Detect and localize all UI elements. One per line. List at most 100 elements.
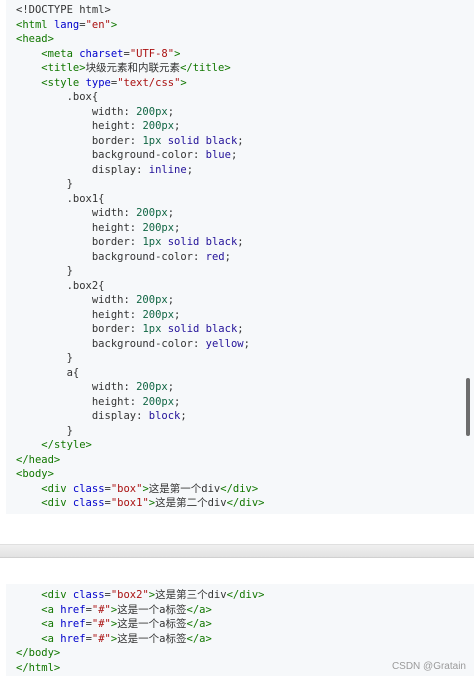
code-token: .box2{ bbox=[16, 279, 105, 292]
code-line: <div class="box1">这是第二个div</div> bbox=[16, 496, 474, 511]
code-token: = bbox=[110, 76, 118, 89]
code-token bbox=[16, 633, 41, 645]
code-token: width: bbox=[16, 105, 137, 118]
code-token bbox=[16, 483, 41, 495]
code-token bbox=[16, 48, 41, 60]
code-line: height: 200px; bbox=[16, 308, 474, 323]
code-line: width: 200px; bbox=[16, 206, 474, 221]
code-line: </html> bbox=[16, 661, 474, 676]
code-token: </title> bbox=[180, 62, 231, 74]
code-line: } bbox=[16, 351, 474, 366]
scrollbar-thumb[interactable] bbox=[466, 378, 470, 436]
code-block-bottom[interactable]: <div class="box2">这是第三个div</div> <a href… bbox=[6, 584, 474, 676]
code-token: </a> bbox=[186, 618, 212, 630]
code-token: </div> bbox=[226, 497, 265, 509]
code-token: solid black bbox=[167, 236, 238, 248]
code-token bbox=[16, 589, 41, 601]
code-token: block bbox=[148, 410, 181, 422]
code-token: ; bbox=[237, 134, 244, 147]
code-token: <a bbox=[41, 632, 61, 645]
code-token: 这是第二个div bbox=[155, 497, 227, 509]
code-token: > bbox=[174, 47, 181, 60]
code-token: "box" bbox=[110, 482, 143, 495]
code-line: .box1{ bbox=[16, 192, 474, 207]
code-token bbox=[16, 497, 41, 509]
code-line: <body> bbox=[16, 467, 474, 482]
code-token: width: bbox=[16, 381, 137, 393]
code-line: <!DOCTYPE html> bbox=[16, 3, 474, 18]
code-line: </head> bbox=[16, 453, 474, 468]
code-token: <head> bbox=[16, 33, 54, 45]
code-token: ; bbox=[237, 236, 244, 248]
code-token: = bbox=[104, 497, 111, 509]
code-token bbox=[16, 618, 41, 630]
code-line: width: 200px; bbox=[16, 105, 474, 120]
code-token: 块级元素和内联元素 bbox=[85, 62, 181, 74]
code-token: type bbox=[85, 76, 111, 89]
code-line: border: 1px solid black; bbox=[16, 134, 474, 149]
code-line: <div class="box2">这是第三个div</div> bbox=[16, 588, 474, 603]
code-token: ; bbox=[230, 149, 238, 161]
code-line: } bbox=[16, 264, 474, 279]
code-token: lang bbox=[53, 18, 80, 31]
code-line: <head> bbox=[16, 32, 474, 47]
code-token: ; bbox=[167, 294, 175, 306]
code-token: background-color: bbox=[16, 250, 206, 263]
code-token: > bbox=[148, 497, 156, 509]
code-line: a{ bbox=[16, 366, 474, 381]
code-token: .box1{ bbox=[16, 192, 105, 205]
code-token: > bbox=[142, 482, 149, 495]
code-token: width: bbox=[16, 207, 137, 219]
code-line: <html lang="en"> bbox=[16, 18, 474, 33]
code-token: 200px bbox=[142, 395, 175, 408]
code-token: <html bbox=[16, 18, 54, 31]
code-token: = bbox=[85, 603, 92, 616]
code-token: > bbox=[110, 618, 118, 630]
code-token: display: bbox=[16, 163, 149, 176]
code-block-top[interactable]: <!DOCTYPE html><html lang="en"><head> <m… bbox=[6, 0, 474, 514]
code-line: background-color: yellow; bbox=[16, 337, 474, 352]
code-token: <title> bbox=[41, 62, 86, 74]
code-token bbox=[16, 604, 41, 616]
code-token: href bbox=[60, 603, 86, 616]
code-token: yellow bbox=[205, 337, 244, 350]
code-token: <div bbox=[41, 482, 73, 495]
code-token: red bbox=[205, 250, 225, 263]
code-token: 1px bbox=[142, 323, 162, 335]
code-token: ; bbox=[237, 323, 244, 335]
code-token: "UTF-8" bbox=[129, 47, 175, 60]
code-line: border: 1px solid black; bbox=[16, 322, 474, 337]
code-token: "#" bbox=[91, 632, 111, 645]
code-token: </head> bbox=[16, 453, 61, 466]
code-line: <a href="#">这是一个a标签</a> bbox=[16, 632, 474, 647]
code-token: </style> bbox=[41, 439, 92, 451]
code-token: 200px bbox=[136, 105, 168, 118]
code-token: } bbox=[16, 265, 73, 277]
code-token: "box2" bbox=[110, 589, 149, 601]
code-line: height: 200px; bbox=[16, 221, 474, 236]
code-token: </div> bbox=[226, 589, 265, 601]
code-token: </a> bbox=[186, 632, 212, 645]
code-token: blue bbox=[205, 149, 231, 161]
code-token: = bbox=[104, 482, 111, 495]
code-token: <body> bbox=[16, 468, 54, 480]
code-token: ; bbox=[174, 395, 181, 408]
code-line: <title>块级元素和内联元素</title> bbox=[16, 61, 474, 76]
code-token: ; bbox=[174, 308, 181, 321]
code-line: <meta charset="UTF-8"> bbox=[16, 47, 474, 62]
code-token: .box{ bbox=[16, 91, 99, 103]
csdn-watermark: CSDN @Gratain bbox=[391, 661, 466, 672]
code-line: width: 200px; bbox=[16, 380, 474, 395]
code-token bbox=[16, 439, 41, 451]
code-token: ; bbox=[167, 105, 175, 118]
code-token: > bbox=[110, 632, 118, 645]
code-token: height: bbox=[16, 308, 143, 321]
code-token: 200px bbox=[136, 294, 168, 306]
code-token: <meta bbox=[41, 47, 80, 60]
code-token: 这是一个a标签 bbox=[117, 618, 187, 630]
code-token: border: bbox=[16, 134, 143, 147]
code-line: </body> bbox=[16, 646, 474, 661]
code-token: = bbox=[123, 47, 130, 60]
code-token: > bbox=[110, 18, 118, 31]
code-line: <style type="text/css"> bbox=[16, 76, 474, 91]
